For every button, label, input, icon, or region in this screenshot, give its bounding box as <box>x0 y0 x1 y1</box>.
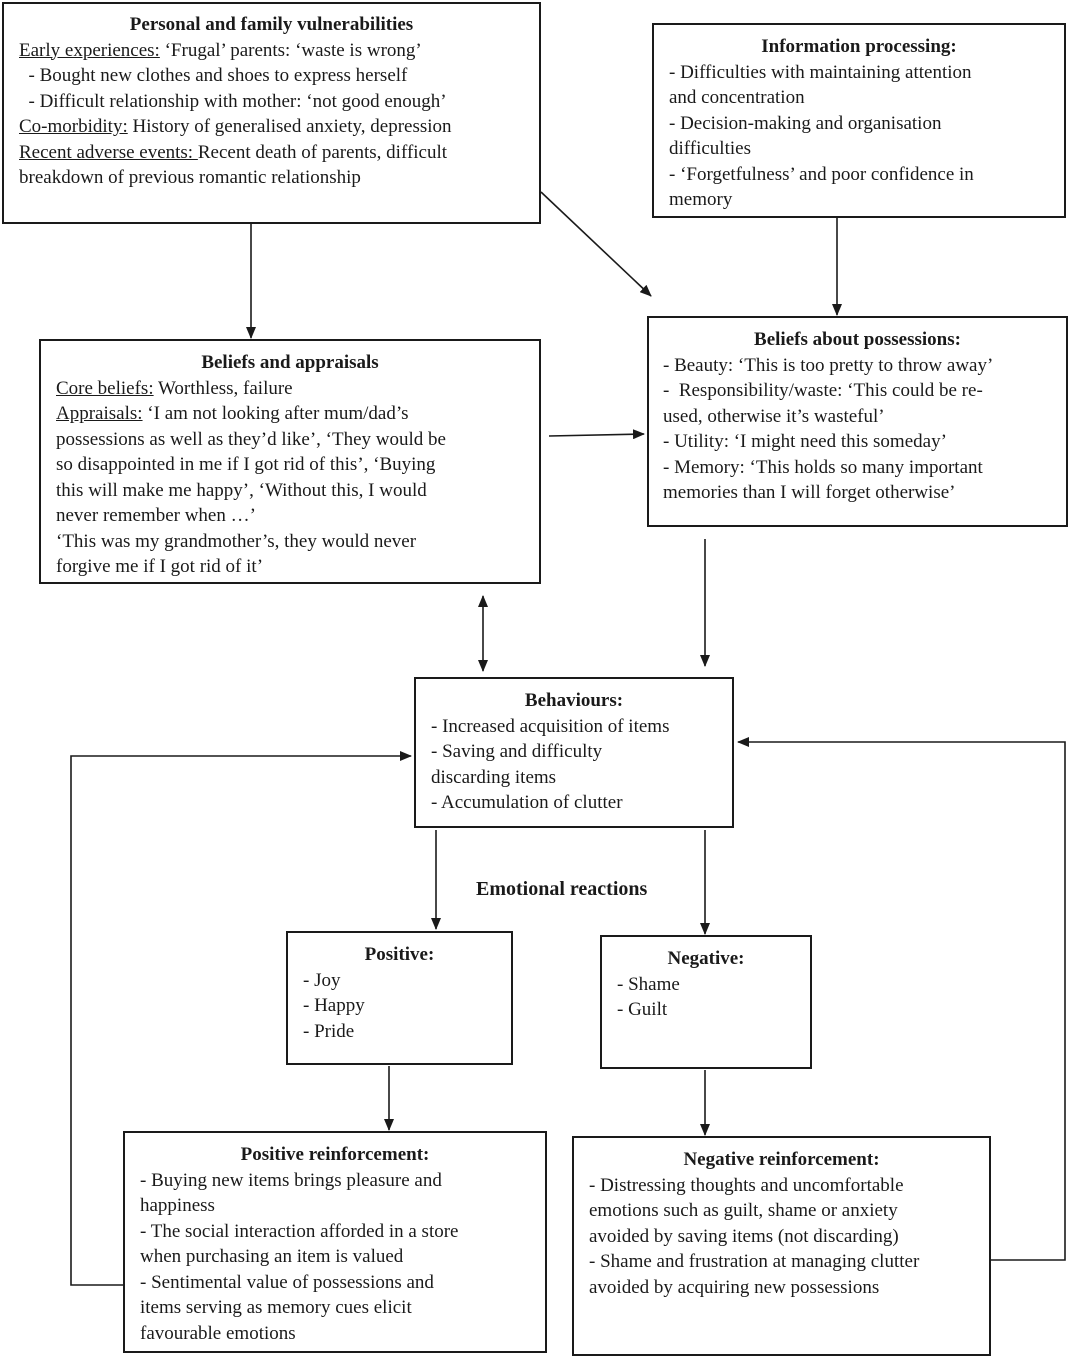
info-line: and concentration <box>669 87 805 108</box>
positive-item: - Joy <box>303 969 341 991</box>
appraisals-line: this will make me happy’, ‘Without this,… <box>56 479 427 501</box>
neg-reinforcement-title: Negative reinforcement: <box>683 1149 880 1170</box>
possessions-line: - Utility: ‘I might need this someday’ <box>663 431 947 452</box>
behaviours-line: discarding items <box>431 766 557 788</box>
info-line: - Decision-making and organisation <box>669 112 942 134</box>
personal-title: Personal and family vulnerabilities <box>129 14 414 35</box>
comorbidity-text: History of generalised anxiety, depressi… <box>127 116 452 137</box>
recent-events-text: Recent death of parents, difficult <box>197 141 448 163</box>
positive-item: - Pride <box>303 1020 355 1042</box>
possessions-line: - Responsibility/waste: ‘This could be r… <box>663 380 983 401</box>
negative-reinforcement-box: Negative reinforcement: - Distressing th… <box>572 1136 991 1356</box>
positive-title: Positive: <box>364 944 435 965</box>
pos-reinforcement-title: Positive reinforcement: <box>240 1144 430 1165</box>
arrow-personal-to-possessions <box>540 191 652 297</box>
appraisals-line: never remember when …’ <box>56 505 256 526</box>
info-title: Information processing: <box>761 36 957 57</box>
loop-neg-reinforcement-to-behaviours <box>737 737 1066 1261</box>
early-experiences-text: ‘Frugal’ parents: ‘waste is wrong’ <box>159 39 422 61</box>
arrow-beliefs-to-possessions <box>548 429 645 440</box>
personal-family-vulnerabilities-box: Personal and family vulnerabilities Earl… <box>2 2 541 224</box>
neg-reinforcement-line: - Shame and frustration at managing clut… <box>589 1251 920 1272</box>
early-item: - Difficult relationship with mother: ‘n… <box>19 90 447 112</box>
pos-reinforcement-line: - The social interaction afforded in a s… <box>140 1220 459 1242</box>
neg-reinforcement-line: avoided by saving items (not discarding) <box>589 1225 899 1247</box>
pos-reinforcement-line: - Sentimental value of possessions and <box>140 1271 434 1293</box>
appraisals-line: possessions as well as they’d like’, ‘Th… <box>56 428 446 450</box>
core-beliefs-label: Core beliefs: <box>56 377 154 399</box>
possessions-line: memories than I will forget otherwise’ <box>663 482 956 503</box>
beliefs-appraisals-box: Beliefs and appraisals Core beliefs: Wor… <box>39 339 541 584</box>
recent-events-text-cont: breakdown of previous romantic relations… <box>19 167 361 188</box>
negative-emotions-box: Negative: - Shame - Guilt <box>600 935 812 1069</box>
emotional-reactions-label: Emotional reactions <box>476 878 648 900</box>
appraisals-line: so disappointed in me if I got rid of th… <box>56 454 436 475</box>
early-item: - Bought new clothes and shoes to expres… <box>19 65 408 86</box>
pos-reinforcement-line: favourable emotions <box>140 1322 296 1344</box>
pos-reinforcement-line: items serving as memory cues elicit <box>140 1297 412 1318</box>
behaviours-line: - Increased acquisition of items <box>431 715 670 737</box>
info-line: difficulties <box>669 138 751 159</box>
neg-reinforcement-line: emotions such as guilt, shame or anxiety <box>589 1200 898 1221</box>
information-processing-box: Information processing: - Difficulties w… <box>652 23 1066 218</box>
positive-reinforcement-box: Positive reinforcement: - Buying new ite… <box>123 1131 547 1353</box>
loop-pos-reinforcement-to-behaviours <box>70 751 412 1286</box>
appraisals-line: ‘This was my grandmother’s, they would n… <box>56 530 417 552</box>
behaviours-title: Behaviours: <box>524 690 624 711</box>
beliefs-title: Beliefs and appraisals <box>201 352 379 373</box>
behaviours-line: - Accumulation of clutter <box>431 792 623 813</box>
positive-emotions-box: Positive: - Joy - Happy - Pride <box>286 931 513 1065</box>
recent-events-label: Recent adverse events: <box>19 141 198 163</box>
negative-item: - Guilt <box>617 999 668 1020</box>
negative-title: Negative: <box>667 948 745 969</box>
recent-events-line: Recent adverse events: Recent death of p… <box>19 140 539 166</box>
possessions-title: Beliefs about possessions: <box>754 329 961 350</box>
pos-reinforcement-line: happiness <box>140 1195 215 1216</box>
possessions-line: - Beauty: ‘This is too pretty to throw a… <box>663 354 994 376</box>
appraisals-line: forgive me if I got rid of it’ <box>56 556 264 577</box>
pos-reinforcement-line: - Buying new items brings pleasure and <box>140 1169 442 1191</box>
info-line: memory <box>669 189 733 210</box>
possessions-line: used, otherwise it’s wasteful’ <box>663 405 885 427</box>
core-beliefs-text: Worthless, failure <box>153 377 293 399</box>
negative-item: - Shame <box>617 973 680 995</box>
appraisals-label: Appraisals: <box>56 403 143 424</box>
core-beliefs-line: Core beliefs: Worthless, failure <box>56 376 539 402</box>
comorbidity-label: Co-morbidity: <box>19 116 128 137</box>
early-experiences-line: Early experiences: ‘Frugal’ parents: ‘wa… <box>19 38 539 64</box>
beliefs-about-possessions-box: Beliefs about possessions: - Beauty: ‘Th… <box>647 316 1068 527</box>
info-line: - ‘Forgetfulness’ and poor confidence in <box>669 163 974 185</box>
neg-reinforcement-line: - Distressing thoughts and uncomfortable <box>589 1174 904 1196</box>
info-line: - Difficulties with maintaining attentio… <box>669 61 972 83</box>
pos-reinforcement-line: when purchasing an item is valued <box>140 1246 404 1267</box>
positive-item: - Happy <box>303 995 365 1016</box>
appraisals-text: ‘I am not looking after mum/dad’s <box>142 403 409 424</box>
early-experiences-label: Early experiences: <box>19 39 160 61</box>
appraisals-line: Appraisals: ‘I am not looking after mum/… <box>56 401 539 427</box>
neg-reinforcement-line: avoided by acquiring new possessions <box>589 1276 880 1298</box>
behaviours-line: - Saving and difficulty <box>431 741 603 762</box>
comorbidity-line: Co-morbidity: History of generalised anx… <box>19 114 539 140</box>
behaviours-box: Behaviours: - Increased acquisition of i… <box>414 677 734 828</box>
possessions-line: - Memory: ‘This holds so many important <box>663 456 983 478</box>
